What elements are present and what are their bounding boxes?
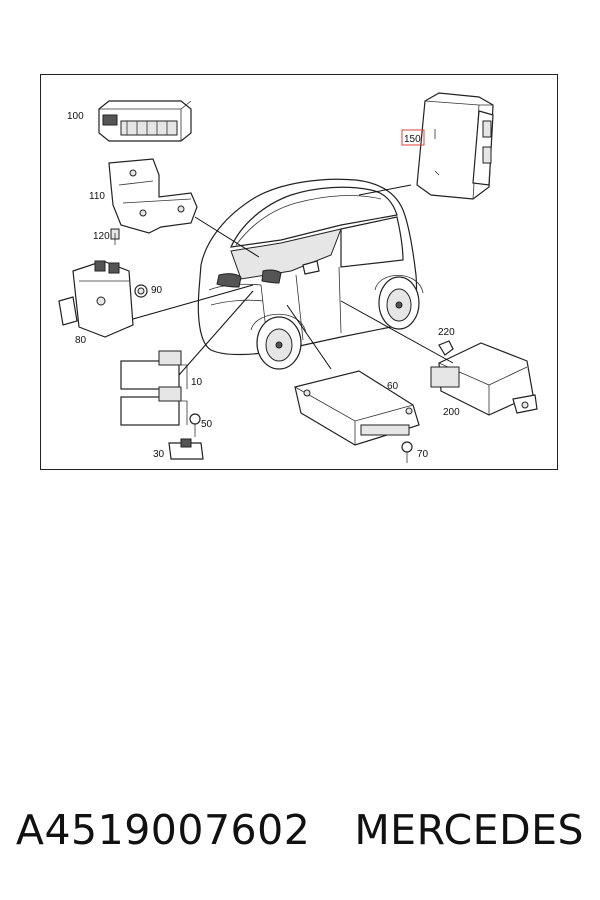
part-100-control-module — [98, 100, 192, 142]
callout-150-highlight-box — [401, 129, 425, 146]
parts-diagram: 100 110 120 90 80 10 50 30 60 70 150 220… — [58, 92, 538, 463]
caption: A4519007602 MERCEDES — [0, 800, 600, 860]
part-30-clip — [168, 438, 204, 460]
parts-diagram-frame: 100 110 120 90 80 10 50 30 60 70 150 220… — [40, 74, 558, 470]
callout-110: 110 — [89, 191, 105, 202]
callout-150: 150 — [404, 134, 421, 145]
callout-30: 30 — [153, 449, 165, 460]
part-200-control-unit — [430, 342, 538, 416]
callout-120: 120 — [93, 231, 110, 242]
part-120-screw — [110, 228, 120, 245]
callout-220: 220 — [438, 327, 455, 338]
callout-80: 80 — [75, 335, 87, 346]
part-60-control-unit — [294, 370, 420, 446]
callout-60: 60 — [387, 381, 399, 392]
part-50-pin — [189, 413, 201, 437]
car-illustration — [197, 178, 424, 370]
part-220-nut — [438, 340, 454, 356]
callout-labels: 100 110 120 90 80 10 50 30 60 70 150 220… — [67, 111, 460, 460]
callout-100: 100 — [67, 111, 84, 122]
part-70-bolt — [401, 441, 413, 463]
part-80-relay-housing — [58, 260, 134, 338]
part-90-nut — [134, 284, 148, 298]
callout-10: 10 — [191, 377, 203, 388]
callout-200: 200 — [443, 407, 460, 418]
part-110-bracket — [108, 158, 198, 234]
part-number: A4519007602 — [15, 806, 311, 854]
callout-50: 50 — [201, 419, 213, 430]
brand-name: MERCEDES — [354, 806, 585, 854]
part-150-control-module — [416, 92, 494, 200]
callout-70: 70 — [417, 449, 429, 460]
part-10-relays — [120, 350, 188, 426]
leader-lines — [132, 184, 454, 376]
callout-90: 90 — [151, 285, 163, 296]
